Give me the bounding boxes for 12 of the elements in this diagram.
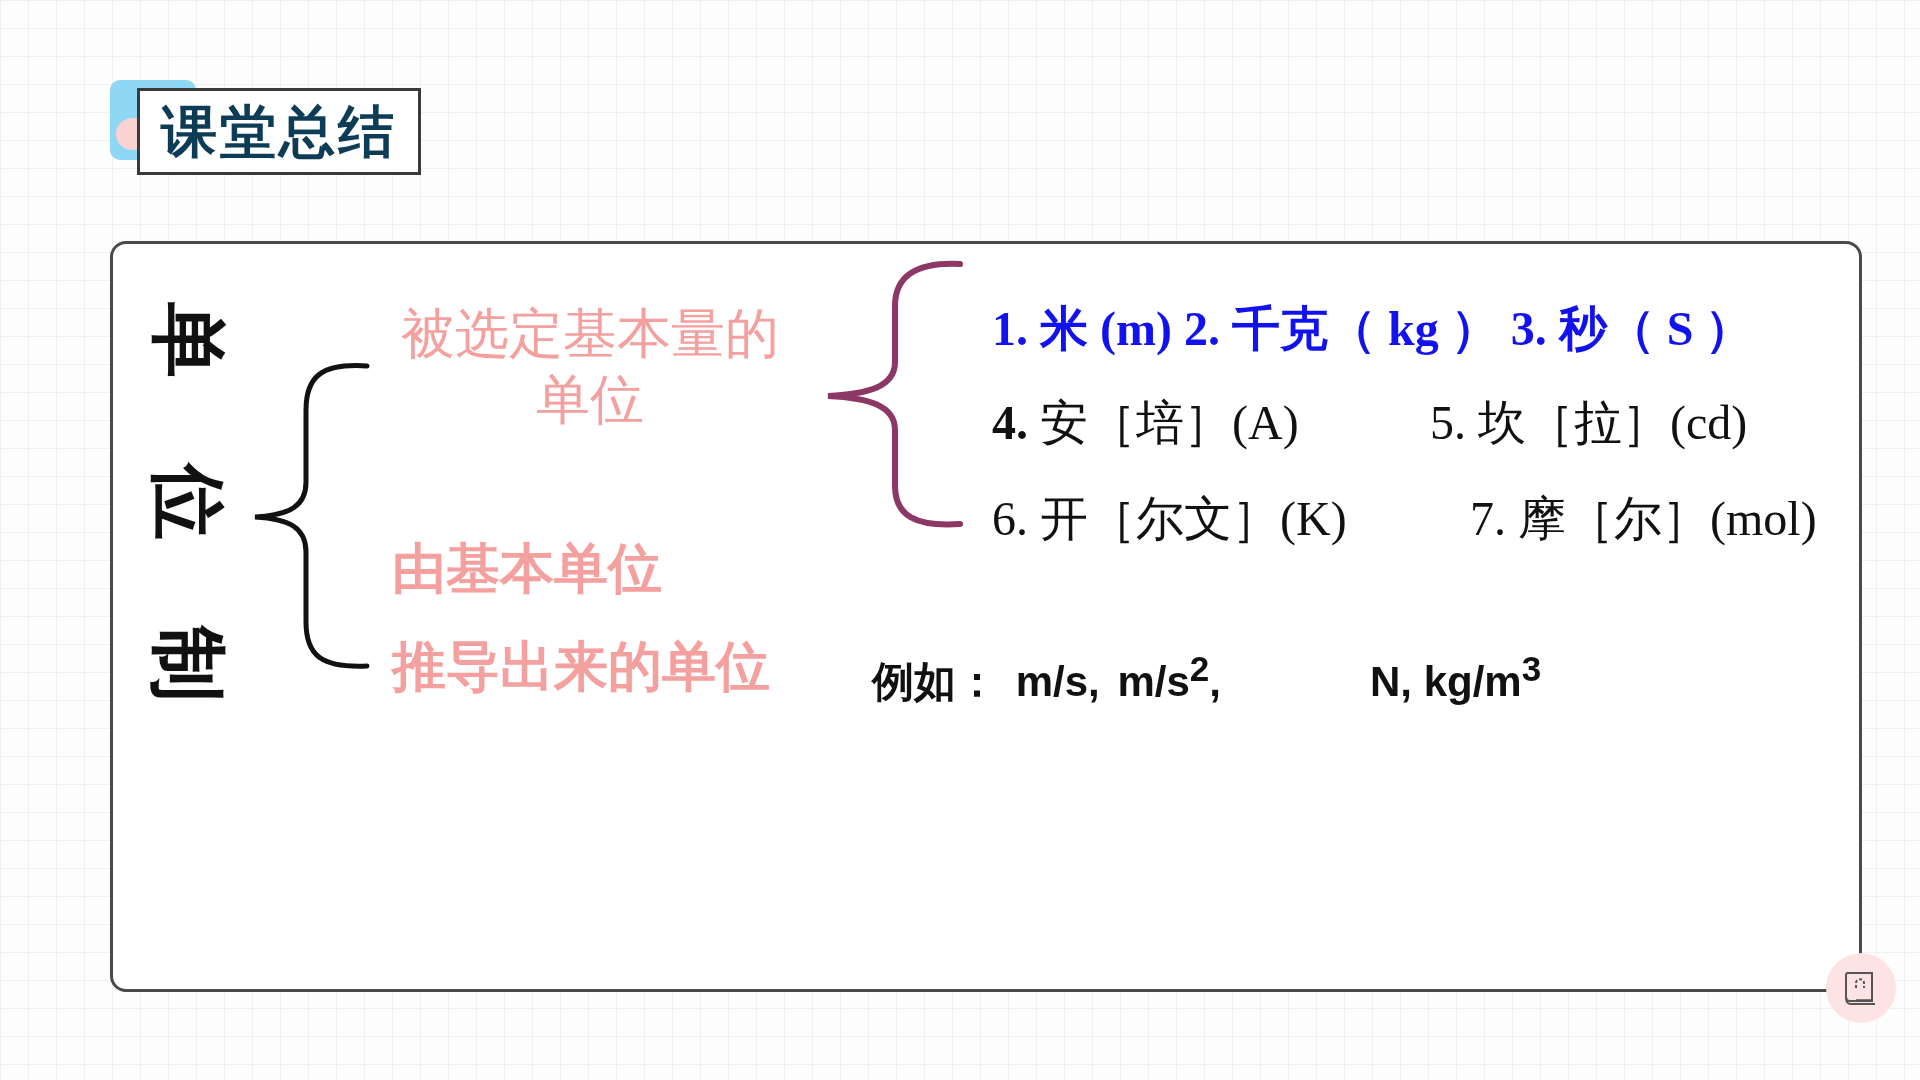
definition-text: 被选定基本量的单位 — [400, 302, 780, 431]
unit-list-text: 4. 安［培］(A) — [992, 395, 1299, 452]
unit-list-text: 7. 摩［尔］(mol) — [1470, 491, 1817, 548]
unit-list-text: 5. 坎［拉］(cd) — [1430, 395, 1748, 452]
unit-list-text: 6. 开［尔文］(K) — [992, 491, 1347, 548]
vertical-heading: 单位制 — [150, 302, 226, 702]
definition-text: 推导出来的单位 — [392, 635, 770, 698]
example-text: N, kg/m$^{3}$ — [1370, 648, 1542, 707]
definition-text: 由基本单位 — [392, 537, 662, 600]
example-text: 例如： m/s, m/s$^{2}$, — [872, 648, 1221, 707]
unit-list-text: 1. 米 (m) 2. 千克（ kg ） 3. 秒（ S ） — [992, 301, 1754, 358]
title-banner: 课堂总结 — [137, 88, 421, 175]
